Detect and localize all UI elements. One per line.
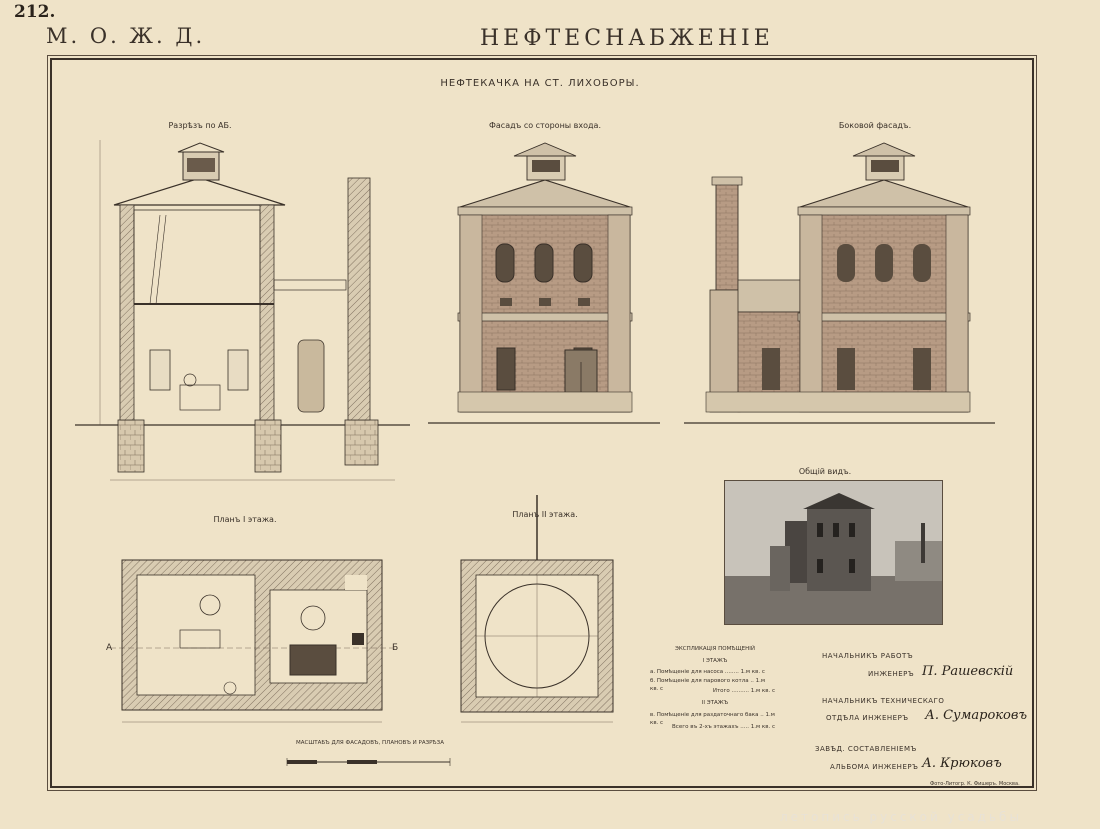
engineer2-signature: А. Сумароковъ xyxy=(925,708,1028,723)
page-number: 212. xyxy=(14,2,56,22)
legend-row3: в. Помѣщеніе для раздаточнаго бака .. 1.… xyxy=(650,712,775,726)
legend-floor2: II ЭТАЖЪ xyxy=(701,700,729,706)
caption-facade-front: Фасадъ со стороны входа. xyxy=(489,121,601,130)
section-drawing xyxy=(75,140,410,481)
railway-abbreviation: М. О. Ж. Д. xyxy=(46,24,206,48)
legend-total2: Всего въ 2-хъ этажахъ ..... 1.м кв. с xyxy=(672,724,775,730)
scale-bar xyxy=(286,758,451,766)
legend-floor1: I ЭТАЖЪ xyxy=(702,658,728,664)
legend-title: ЭКСПЛИКАЦІЯ ПОМѢЩЕНІЙ xyxy=(675,646,755,652)
printer-credit: Фото-Литогр. К. Фишеръ. Москва. xyxy=(930,781,1020,787)
outer-frame xyxy=(47,55,1037,791)
album-engineer-label: АЛЬБОМА ИНЖЕНЕРЪ xyxy=(830,763,919,771)
section-mark-a: А xyxy=(106,643,113,653)
legend-row2: б. Помѣщеніе для парового котла .. 1.м к… xyxy=(650,678,766,692)
scale-caption: МАСШТАБЪ ДЛЯ ФАСАДОВЪ, ПЛАНОВЪ И РАЗРѢЗА xyxy=(296,740,444,746)
caption-section: Разрѣзъ по АБ. xyxy=(168,121,232,130)
general-view-photo xyxy=(724,480,943,625)
watermark: летопись русской усадьбы xyxy=(780,810,1022,824)
front-facade-drawing xyxy=(428,142,660,424)
legend-total1: Итого .......... 1.м кв. с xyxy=(712,688,775,694)
legend-row1: а. Помѣщеніе для насоса ........ 1.м кв.… xyxy=(650,669,765,675)
plan-first-floor xyxy=(110,559,395,723)
drawing-subtitle: НЕФТЕКАЧКА НА СТ. ЛИХОБОРЫ. xyxy=(440,78,640,89)
caption-plan1: Планъ I этажа. xyxy=(213,515,277,524)
engineer3-signature: А. Крюковъ xyxy=(922,756,1002,771)
side-facade-drawing xyxy=(684,142,995,424)
tech-dept-label: ОТДѢЛА ИНЖЕНЕРЪ xyxy=(826,714,909,722)
section-mark-b: Б xyxy=(392,643,398,653)
album-head-label: ЗАВѢД. СОСТАВЛЕНІЕМЪ xyxy=(815,745,917,753)
sheet-title: НЕФТЕСНАБЖЕНІЕ xyxy=(480,26,774,51)
caption-facade-side: Боковой фасадъ. xyxy=(838,121,912,130)
plan-second-floor xyxy=(460,495,614,723)
caption-general-view: Общій видъ. xyxy=(798,467,852,476)
inner-frame xyxy=(50,58,1034,788)
photo-illustration xyxy=(725,481,942,624)
caption-plan2: Планъ II этажа. xyxy=(512,510,578,519)
tech-chief-label: НАЧАЛЬНИКЪ ТЕХНИЧЕСКАГО xyxy=(822,697,945,705)
engineer1-signature: П. Рашевскій xyxy=(922,664,1014,679)
engineer1-title: ИНЖЕНЕРЪ xyxy=(868,670,915,678)
works-chief-label: НАЧАЛЬНИКЪ РАБОТЪ xyxy=(822,652,914,660)
